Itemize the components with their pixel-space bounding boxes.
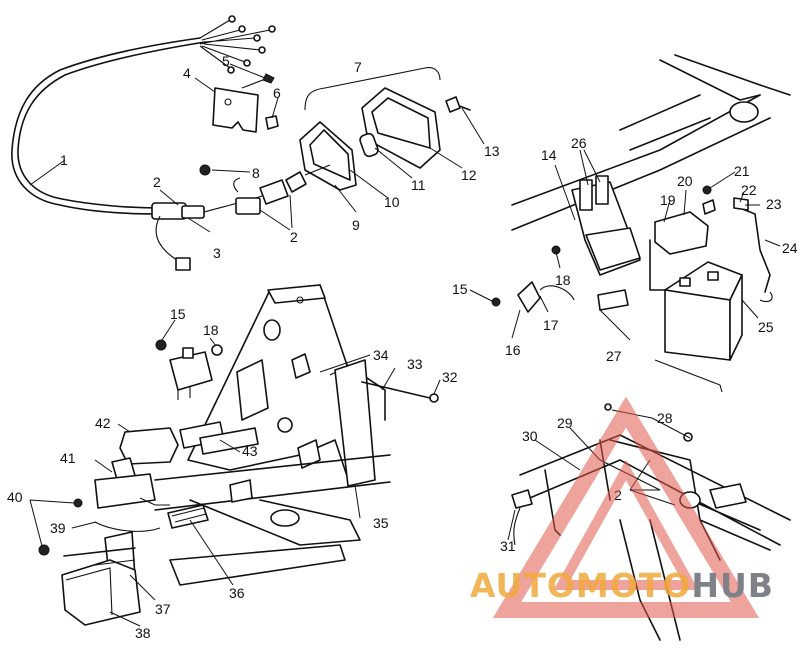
callout: 40 <box>7 489 23 505</box>
callout: 22 <box>741 182 757 198</box>
callout: 2 <box>153 174 161 190</box>
callout-labels: 1 2 3 4 5 6 7 8 2 9 10 11 12 13 14 26 21… <box>7 53 798 641</box>
watermark: AUTOMOTOHUB <box>470 396 774 618</box>
watermark-triangle-logo <box>492 396 760 618</box>
callout: 5 <box>222 53 230 69</box>
frame-gusset <box>179 284 439 487</box>
callout: 20 <box>677 173 693 189</box>
wiring-harness <box>11 15 276 271</box>
callout: 2 <box>290 229 298 245</box>
callout: 27 <box>606 348 622 364</box>
frame-lower-rails <box>154 454 391 586</box>
callout: 24 <box>782 240 798 256</box>
relay <box>155 339 223 400</box>
callout: 6 <box>273 85 281 101</box>
callout: 11 <box>411 177 426 193</box>
callout: 31 <box>500 538 516 554</box>
frame-right-top <box>511 54 791 291</box>
callout: 18 <box>203 322 219 338</box>
tail-light-assembly <box>259 67 471 205</box>
svg-text:AUTOMOTOHUB: AUTOMOTOHUB <box>470 566 774 605</box>
rear-lower-parts <box>38 427 209 626</box>
callout: 30 <box>522 428 538 444</box>
callout: 28 <box>657 410 673 426</box>
callout: 32 <box>442 369 458 385</box>
bracket-4 <box>199 73 279 176</box>
callout: 17 <box>543 317 559 333</box>
watermark-triangle-inner <box>553 459 699 590</box>
battery <box>654 261 743 393</box>
callout: 13 <box>484 143 500 159</box>
callout: 10 <box>384 194 400 210</box>
callout: 12 <box>461 167 477 183</box>
callout: 33 <box>407 356 423 372</box>
callout: 16 <box>505 342 521 358</box>
callout: 29 <box>557 415 573 431</box>
watermark-brand-left: AUTOMOTO <box>470 566 691 605</box>
callout: 39 <box>50 520 66 536</box>
battery-cables <box>491 185 773 313</box>
callout: 3 <box>213 245 221 261</box>
callout: 25 <box>758 319 774 335</box>
callout: 36 <box>229 585 245 601</box>
callout: 34 <box>373 347 389 363</box>
callout: 43 <box>242 443 258 459</box>
callout: 23 <box>766 196 782 212</box>
callout: 2 <box>614 487 622 503</box>
callout: 7 <box>354 59 362 75</box>
callout: 18 <box>555 272 571 288</box>
callout: 26 <box>571 135 587 151</box>
callout: 37 <box>155 601 171 617</box>
callout: 19 <box>660 192 676 208</box>
callout: 15 <box>452 281 468 297</box>
callout: 4 <box>183 65 191 81</box>
callout: 41 <box>60 450 76 466</box>
leader-lines <box>29 63 781 627</box>
callout: 15 <box>170 306 186 322</box>
callout: 8 <box>252 165 260 181</box>
callout: 35 <box>373 515 389 531</box>
watermark-brand-right: HUB <box>691 566 774 605</box>
callout: 14 <box>541 147 557 163</box>
callout: 42 <box>95 415 111 431</box>
callout: 38 <box>135 625 151 641</box>
callout: 9 <box>352 217 360 233</box>
callout: 21 <box>734 163 750 179</box>
callout: 1 <box>60 152 68 168</box>
